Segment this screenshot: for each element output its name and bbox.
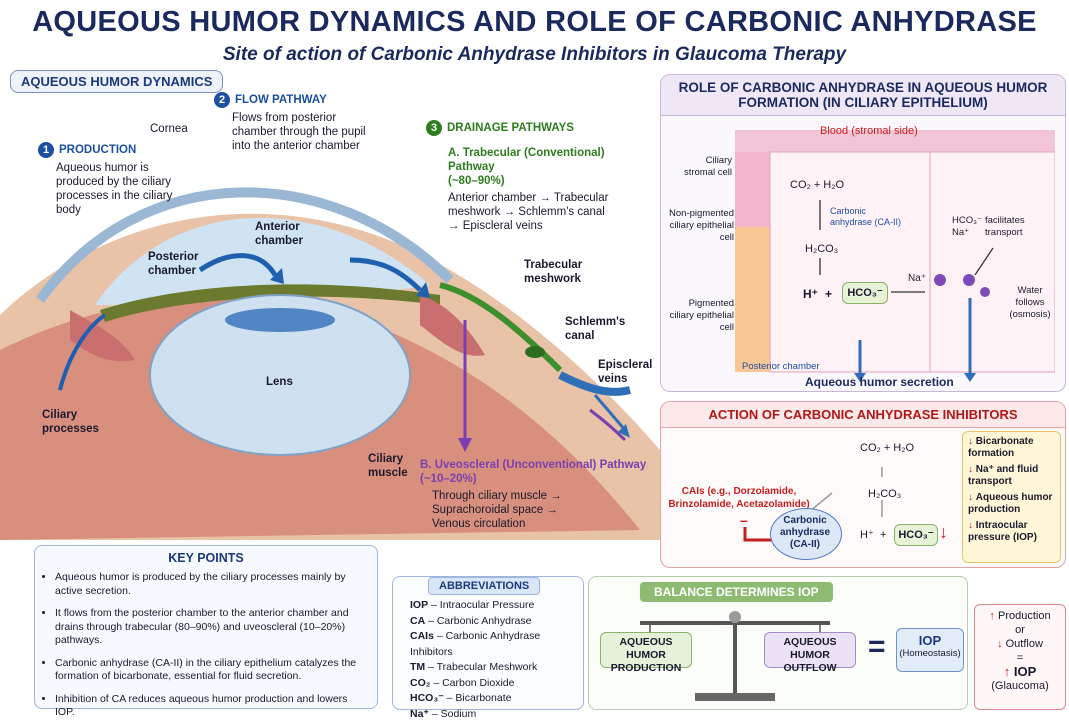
episcleral-veins-label: Episcleral veins [598, 358, 658, 386]
glaucoma-box: ↑ Production or ↓ Outflow = ↑ IOP (Glauc… [974, 604, 1066, 710]
blood-label: Blood (stromal side) [820, 124, 918, 138]
ciliary-processes-label: Ciliary processes [42, 408, 102, 436]
ciliary-muscle-label: Ciliary muscle [368, 452, 418, 480]
stromal-cell-label: Ciliary stromal cell [672, 155, 732, 179]
role-hplus-label: H⁺ [803, 287, 818, 301]
cai-enzyme-label: Carbonic anhydrase (CA-II) [772, 515, 838, 551]
role-panel-title: ROLE OF CARBONIC ANHYDRASE IN AQUEOUS HU… [661, 75, 1065, 116]
cai-plus-label: + [880, 528, 886, 542]
key-point-item: Aqueous humor is produced by the ciliary… [55, 571, 369, 598]
cai-hco3-box: HCO₃⁻ [894, 524, 938, 546]
balance-equals: = [868, 630, 886, 664]
role-posterior-label: Posterior chamber [742, 360, 820, 374]
page-subtitle: Site of action of Carbonic Anhydrase Inh… [0, 44, 1069, 66]
cai-panel-title: ACTION OF CARBONIC ANHYDRASE INHIBITORS [661, 402, 1065, 428]
schlemms-canal-shape [525, 346, 545, 358]
key-point-item: Carbonic anhydrase (CA-II) in the ciliar… [55, 657, 369, 684]
role-hco3-box: HCO₃⁻ [842, 282, 888, 304]
anterior-chamber-label: Anterior chamber [255, 220, 325, 248]
lens-label: Lens [266, 375, 293, 389]
cai-down-arrow: ↓ [939, 522, 948, 543]
posterior-chamber-label: Posterior chamber [148, 250, 218, 278]
key-points-title: KEY POINTS [35, 551, 377, 565]
schlemms-canal-label: Schlemm's canal [565, 315, 625, 343]
cai-co2-label: CO₂ + H₂O [860, 441, 914, 455]
abbreviations-list: IOP – Intraocular Pressure CA – Carbonic… [410, 598, 580, 722]
balance-title: BALANCE DETERMINES IOP [640, 582, 833, 602]
role-transport-text: facilitates transport [985, 215, 1050, 239]
npce-label: Non-pigmented ciliary epithelial cell [664, 208, 734, 244]
cornea-label: Cornea [150, 122, 188, 136]
iop-box: IOP (Homeostasis) [896, 628, 964, 672]
pce-label: Pigmented ciliary epithelial cell [664, 298, 734, 334]
cai-effects-box: ↓ Bicarbonate formation ↓ Na⁺ and fluid … [962, 431, 1061, 563]
role-na-label: Na⁺ [908, 272, 926, 286]
uveoscleral-callout: B. Uveoscleral (Unconventional) Pathway … [420, 458, 650, 531]
page-title: AQUEOUS HUMOR DYNAMICS AND ROLE OF CARBO… [0, 6, 1069, 39]
role-plus-label: + [825, 287, 832, 301]
cai-hplus-label: H⁺ [860, 528, 874, 542]
role-enzyme-label: Carbonic anhydrase (CA-II) [830, 206, 910, 228]
role-water-label: Water follows (osmosis) [1002, 285, 1058, 321]
role-secretion-label: Aqueous humor secretion [805, 375, 954, 389]
outflow-pan: AQUEOUS HUMOR OUTFLOW [764, 632, 856, 668]
abbreviations-title: ABBREVIATIONS [428, 577, 540, 595]
key-point-item: It flows from the posterior chamber to t… [55, 607, 369, 648]
cai-h2co3-label: H₂CO₃ [868, 487, 901, 501]
epithelium-diagram [735, 130, 1055, 385]
key-points-panel: KEY POINTS Aqueous humor is produced by … [34, 545, 378, 709]
role-co2-label: CO₂ + H₂O [790, 178, 844, 192]
key-point-item: Inhibition of CA reduces aqueous humor p… [55, 693, 369, 720]
trabecular-meshwork-label: Trabecular meshwork [524, 258, 604, 286]
role-h2co3-label: H₂CO₃ [805, 242, 838, 256]
role-transport-ions: HCO₃⁻ Na⁺ [952, 215, 982, 239]
production-pan: AQUEOUS HUMOR PRODUCTION [600, 632, 692, 668]
